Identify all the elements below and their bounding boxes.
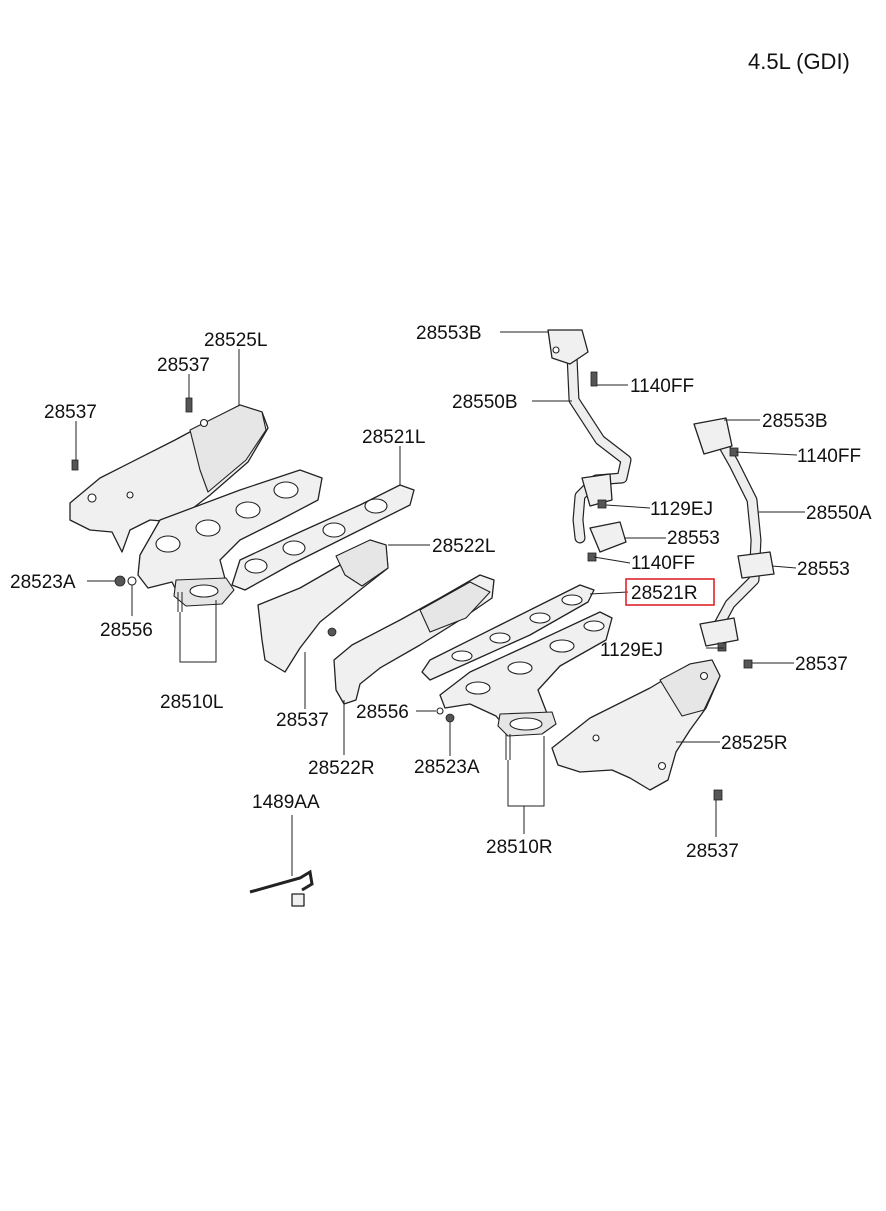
- lower-heat-protector-right: [333, 574, 495, 705]
- callout-28510l[interactable]: 28510L: [160, 692, 223, 713]
- washer-icon: [127, 576, 137, 586]
- callout-28523a-center[interactable]: 28523A: [414, 757, 480, 778]
- lower-heat-protector-left: [257, 539, 389, 673]
- exhaust-manifold-right: [439, 611, 613, 760]
- bolt-icon: [713, 789, 723, 801]
- bolt-icon: [71, 459, 79, 471]
- callout-1489aa[interactable]: 1489AA: [252, 792, 320, 813]
- callout-28556-center[interactable]: 28556: [356, 702, 409, 723]
- gasket-left: [231, 484, 415, 591]
- callout-28537-left-top[interactable]: 28537: [157, 355, 210, 376]
- highlight-box: [625, 578, 715, 606]
- bolt-icon: [185, 397, 193, 413]
- callout-28525l[interactable]: 28525L: [204, 330, 267, 351]
- leader-lines: [75, 331, 805, 876]
- callout-1129ej-top[interactable]: 1129EJ: [650, 499, 713, 520]
- bolt-icon: [597, 499, 607, 509]
- callout-28522r[interactable]: 28522R: [308, 758, 375, 779]
- callout-28553-right[interactable]: 28553: [797, 559, 850, 580]
- nut-icon: [114, 575, 126, 587]
- callout-28537-left[interactable]: 28537: [44, 402, 97, 423]
- callout-28537-right[interactable]: 28537: [795, 654, 848, 675]
- callout-1140ff-top[interactable]: 1140FF: [630, 376, 694, 397]
- callout-28521r[interactable]: 28521R: [631, 583, 698, 604]
- bolt-icon: [717, 642, 727, 652]
- callout-28537-center[interactable]: 28537: [276, 710, 329, 731]
- gasket-right: [421, 584, 595, 681]
- heat-protector-left: [69, 404, 269, 553]
- oxygen-sensor: [249, 869, 314, 907]
- callout-28550a[interactable]: 28550A: [806, 503, 872, 524]
- callout-1129ej-bottom[interactable]: 1129EJ: [600, 640, 663, 661]
- bolt-icon: [590, 371, 598, 387]
- callouts: 28553B 1140FF 28550B 28553B 1140FF 1129E…: [10, 323, 872, 862]
- heat-protector-right: [551, 659, 721, 791]
- callout-28553b-top[interactable]: 28553B: [416, 323, 482, 344]
- pipe-28550b: [547, 329, 632, 553]
- nut-icon: [445, 713, 455, 723]
- callout-28525r[interactable]: 28525R: [721, 733, 788, 754]
- callout-1140ff-right[interactable]: 1140FF: [797, 446, 861, 467]
- engine-title: 4.5L (GDI): [748, 49, 850, 74]
- callout-28510r[interactable]: 28510R: [486, 837, 553, 858]
- exhaust-manifold-left: [137, 469, 323, 612]
- callout-28537-bottom[interactable]: 28537: [686, 841, 739, 862]
- callout-28550b[interactable]: 28550B: [452, 392, 518, 413]
- callout-1140ff-bottom[interactable]: 1140FF: [631, 553, 695, 574]
- callout-28521l[interactable]: 28521L: [362, 427, 425, 448]
- callout-28553-left[interactable]: 28553: [667, 528, 720, 549]
- bolt-icon: [743, 659, 753, 669]
- callout-28522l[interactable]: 28522L: [432, 536, 495, 557]
- pipe-28550a: [693, 417, 775, 647]
- callout-28523a-left[interactable]: 28523A: [10, 572, 76, 593]
- bolts: [71, 371, 753, 801]
- callout-28556-left[interactable]: 28556: [100, 620, 153, 641]
- callout-28553b-right[interactable]: 28553B: [762, 411, 828, 432]
- washer-icon: [436, 707, 444, 715]
